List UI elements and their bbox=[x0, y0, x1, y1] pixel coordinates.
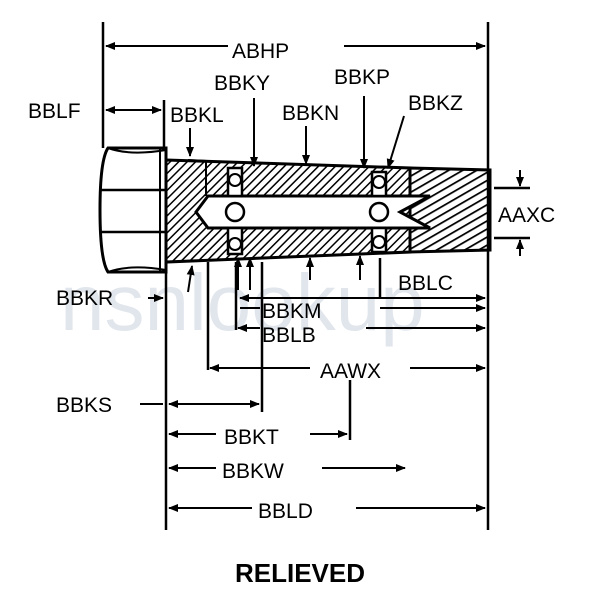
label-aaxc: AAXC bbox=[498, 204, 555, 227]
label-bbks: BBKS bbox=[56, 394, 112, 417]
label-bbld: BBLD bbox=[258, 500, 313, 523]
extension-lines bbox=[101, 22, 530, 530]
label-bbkz: BBKZ bbox=[408, 92, 463, 115]
label-bbkw: BBKW bbox=[222, 460, 284, 483]
label-bbkl: BBKL bbox=[170, 104, 224, 127]
caption-relieved: RELIEVED bbox=[235, 558, 365, 588]
label-bbkm: BBKM bbox=[262, 300, 322, 323]
label-bbkn: BBKN bbox=[282, 102, 339, 125]
label-bblb: BBLB bbox=[262, 324, 316, 347]
hex-head bbox=[98, 146, 168, 274]
label-bbkp: BBKP bbox=[334, 66, 390, 89]
dimension-lines bbox=[105, 42, 524, 512]
label-bbky: BBKY bbox=[214, 72, 270, 95]
label-bbkr: BBKR bbox=[56, 287, 113, 310]
label-abhp: ABHP bbox=[232, 40, 289, 63]
shank-section bbox=[164, 158, 492, 264]
label-bblc: BBLC bbox=[398, 272, 453, 295]
leader-lines bbox=[186, 96, 405, 293]
label-bblf: BBLF bbox=[28, 100, 81, 123]
label-aawx: AAWX bbox=[320, 360, 381, 383]
label-bbkt: BBKT bbox=[224, 426, 279, 449]
